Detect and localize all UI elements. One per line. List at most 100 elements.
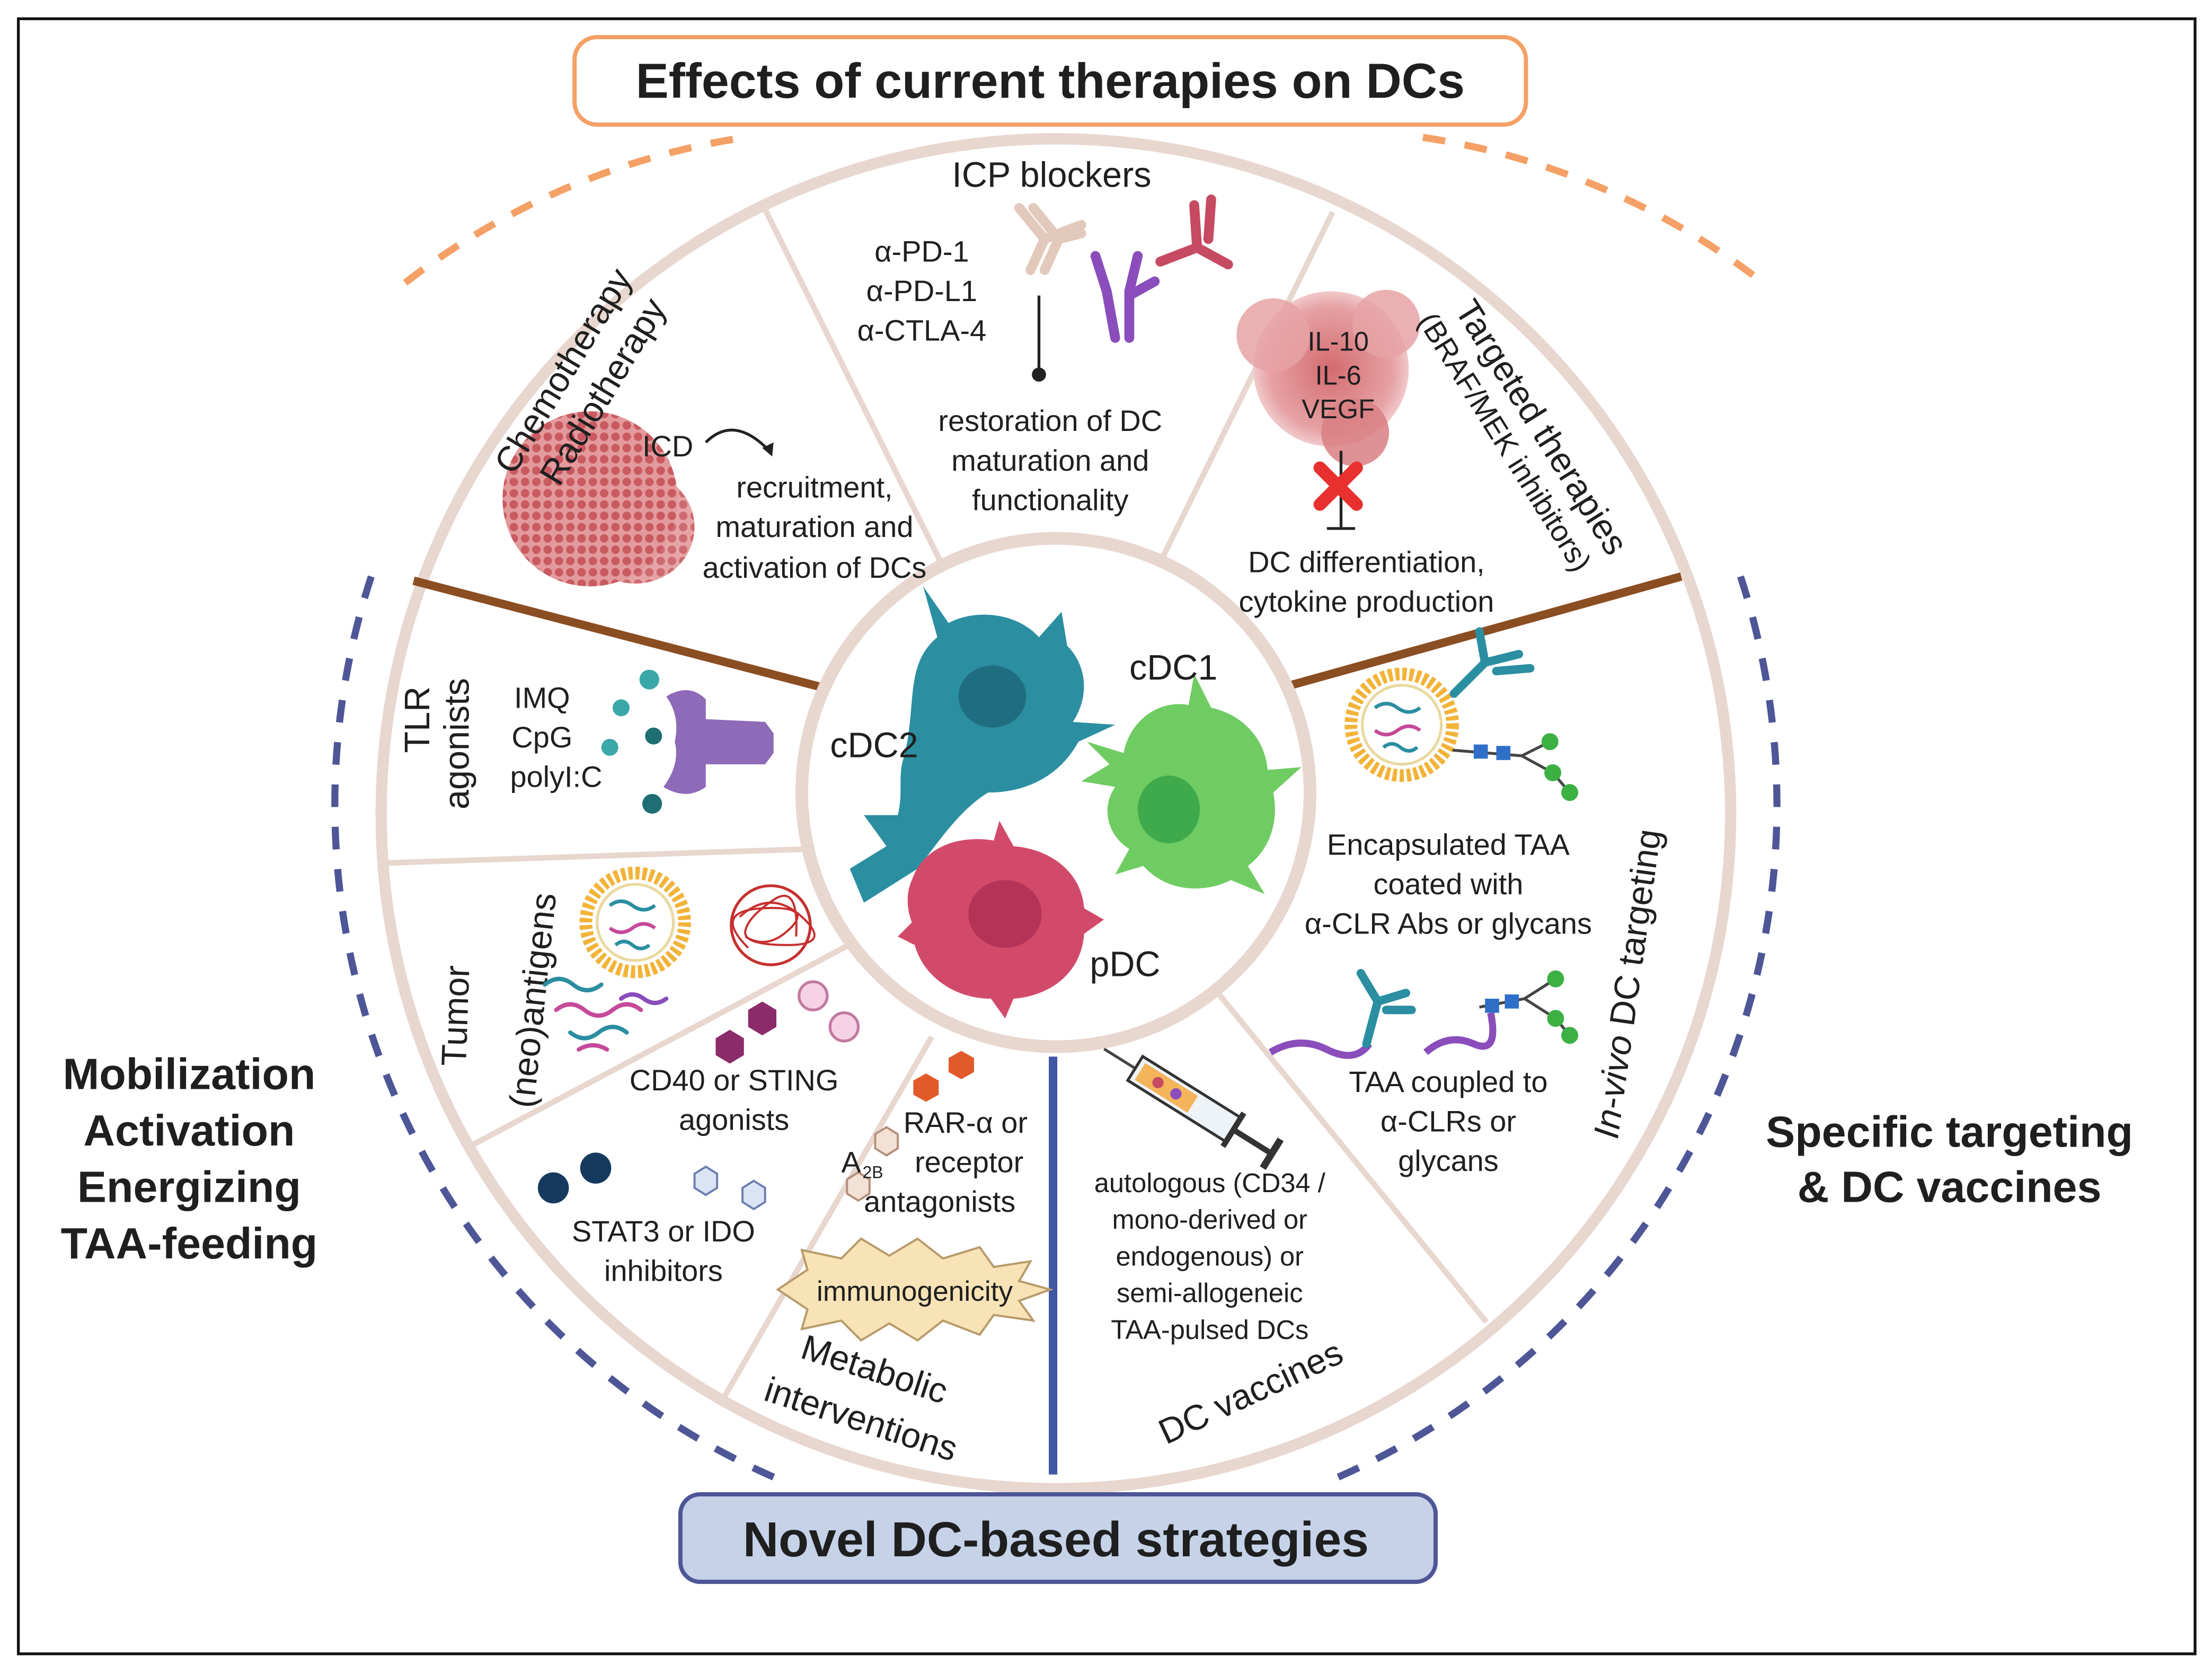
icp-drug: α-PD-L1	[866, 274, 977, 307]
antibody-icon-red	[1155, 195, 1233, 270]
targeted-effect-line: DC differentiation,	[1248, 545, 1485, 579]
orange-dashed-arc-right	[1422, 134, 1766, 286]
side-left-labels: Mobilization Activation Energizing TAA-f…	[61, 1050, 318, 1268]
cdc2-label: cDC2	[830, 726, 918, 765]
side-left-line: TAA-feeding	[61, 1219, 318, 1268]
tlr-item: polyI:C	[510, 760, 602, 793]
header-top-text: Effects of current therapies on DCs	[636, 54, 1465, 109]
sector-dividers	[382, 202, 1489, 1402]
cdc1-cell-icon	[1081, 674, 1302, 894]
pdc-label: pDC	[1090, 945, 1160, 984]
icp-effect-line: functionality	[972, 483, 1128, 516]
coupled-text: TAA coupled to α-CLRs or glycans	[1349, 1065, 1547, 1177]
targeted-effect: DC differentiation, cytokine production	[1239, 545, 1494, 619]
side-right-line: Specific targeting	[1766, 1108, 2133, 1157]
vaccine-text: autologous (CD34 / mono-derived or endog…	[1094, 1168, 1326, 1345]
header-top-box	[572, 35, 1528, 127]
icp-effect-line: maturation and	[951, 444, 1149, 477]
chemo-effect-line: recruitment,	[736, 470, 892, 504]
rar-text: RAR-α or A 2B receptor antagonists	[842, 1106, 1028, 1218]
encapsulated-text: Encapsulated TAA coated with α-CLR Abs o…	[1305, 827, 1592, 940]
side-right-labels: Specific targeting & DC vaccines	[1766, 1108, 2133, 1212]
coupled-line: TAA coupled to	[1349, 1065, 1547, 1098]
a2b-main: A	[842, 1146, 862, 1179]
antibody-icon-teal	[1449, 627, 1535, 698]
tlr-title: TLR	[398, 686, 437, 753]
inhibitor-dot-icon	[580, 1152, 612, 1184]
cytokine-label: IL-6	[1315, 360, 1361, 390]
pdc-cell-icon	[898, 821, 1104, 1019]
vaccine-line: endogenous) or	[1116, 1241, 1304, 1271]
peptide-strands-icon	[543, 976, 669, 1052]
icd-arrow-head	[762, 442, 774, 457]
protein-tangle-icon	[730, 884, 812, 966]
side-right-line: & DC vaccines	[1798, 1163, 2102, 1212]
cd40-line: CD40 or STING	[630, 1063, 839, 1097]
inhibitor-dot-icon	[537, 1172, 569, 1204]
encapsulated-line: Encapsulated TAA	[1327, 827, 1570, 861]
stat3-text: STAT3 or IDO inhibitors	[572, 1214, 755, 1288]
antibody-icon-purple	[1090, 251, 1160, 343]
icp-drugs: α-PD-1 α-PD-L1 α-CTLA-4	[857, 235, 987, 347]
cdc2-cell-icon	[850, 586, 1116, 903]
tlr-receptor-icon	[663, 690, 774, 794]
liposome-inner	[1360, 683, 1443, 766]
antibody-icon-beige	[1014, 203, 1086, 275]
immunogenicity-burst-icon	[776, 1237, 1054, 1342]
tumor-cell-icon	[1321, 398, 1390, 466]
chemo-effect: recruitment, maturation and activation o…	[703, 470, 927, 584]
cdc1-label: cDC1	[1129, 648, 1217, 688]
agonist-dots	[601, 669, 662, 814]
icp-effect: restoration of DC maturation and functio…	[938, 404, 1162, 516]
chemo-effect-line: maturation and	[715, 510, 913, 543]
ligand-icon	[828, 1011, 860, 1043]
tlr-item: CpG	[511, 720, 572, 754]
cytokine-label: IL-10	[1307, 326, 1368, 356]
orange-dashed-arc-left	[403, 134, 746, 286]
vaccine-line: autologous (CD34 /	[1094, 1168, 1326, 1198]
stat3-line: STAT3 or IDO	[572, 1214, 755, 1248]
rar-line: RAR-α or	[904, 1106, 1028, 1139]
a2b-sub: 2B	[863, 1162, 883, 1182]
syringe-icon	[1103, 1047, 1284, 1170]
cytokine-label: VEGF	[1302, 394, 1375, 424]
hexagon-icons-purple	[715, 1001, 777, 1064]
tumor-antigens-title: Tumor	[435, 965, 477, 1067]
cd40-line: agonists	[679, 1103, 789, 1136]
ligand-icon	[797, 980, 829, 1011]
targeted-effect-line: cytokine production	[1239, 585, 1494, 618]
rar-line: receptor	[915, 1146, 1023, 1179]
vaccine-line: TAA-pulsed DCs	[1111, 1315, 1308, 1345]
side-left-line: Energizing	[77, 1163, 301, 1212]
stat3-line: inhibitors	[604, 1254, 723, 1288]
rar-line: antagonists	[864, 1185, 1015, 1218]
immunogenicity-label: immunogenicity	[817, 1276, 1013, 1307]
side-left-line: Mobilization	[63, 1050, 315, 1098]
glycan-icon	[1452, 733, 1579, 801]
icp-drug: α-PD-1	[874, 235, 969, 268]
blue-dashed-arc-left	[331, 575, 782, 1484]
header-bottom-text: Novel DC-based strategies	[743, 1512, 1369, 1567]
encapsulated-line: coated with	[1373, 867, 1523, 901]
icp-drug: α-CTLA-4	[857, 314, 987, 347]
icp-effect-line: restoration of DC	[938, 404, 1162, 437]
encapsulated-line: α-CLR Abs or glycans	[1305, 906, 1592, 940]
tlr-item: IMQ	[514, 681, 570, 714]
hexagon-icons-light	[693, 1165, 766, 1211]
antibody-icon-teal-2	[1356, 969, 1416, 1049]
blue-dashed-arc-right	[1330, 575, 1781, 1484]
cd40-text: CD40 or STING agonists	[630, 1063, 839, 1136]
icd-label: ICD	[642, 429, 693, 463]
liposome-rna	[1374, 701, 1421, 753]
hexagon-icons-orange	[913, 1051, 974, 1102]
protein-tangle-lines	[731, 894, 816, 949]
icp-title: ICP blockers	[952, 155, 1151, 195]
icp-arrow-head	[1032, 367, 1046, 382]
coupled-line: α-CLRs or	[1381, 1104, 1516, 1138]
side-left-line: Activation	[83, 1106, 295, 1155]
vaccine-line: semi-allogeneic	[1117, 1278, 1303, 1308]
tumor-cell-icon	[1236, 298, 1310, 372]
tumor-mass-icon	[576, 470, 695, 584]
